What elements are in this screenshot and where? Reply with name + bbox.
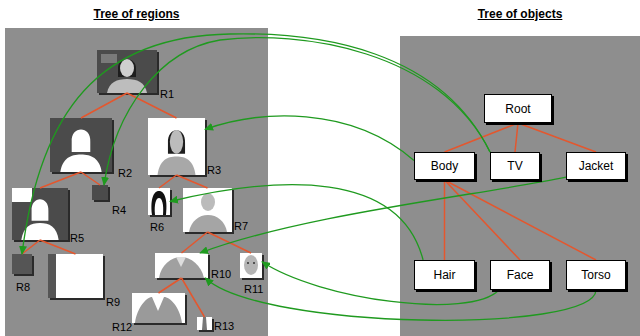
thumbnail-r8 [12, 254, 34, 276]
thumbnail-r3 [148, 118, 207, 177]
object-box: Jacket [566, 152, 626, 180]
region-thumbnail: R9 [48, 254, 103, 298]
object-box: Body [414, 152, 475, 180]
tree-edge [208, 232, 252, 253]
region-thumbnail: R6 [148, 188, 170, 215]
region-label: R10 [211, 268, 231, 281]
tree-edge [177, 175, 208, 188]
thumbnail-r1 [97, 50, 159, 95]
tree-edge [22, 240, 40, 254]
object-name: Root [505, 102, 530, 116]
tree-edge [159, 278, 182, 293]
region-label: R3 [207, 164, 221, 177]
mapping-arrow [262, 262, 499, 305]
mapping-arrow [205, 116, 414, 160]
object-name: TV [507, 159, 522, 173]
tree-panel: Tree of objectsRootBodyTVJacketHairFaceT… [400, 36, 640, 336]
region-label: R13 [214, 320, 234, 333]
region-thumbnail: R1 [97, 50, 157, 93]
mapping-arrow [205, 278, 596, 320]
region-label: R4 [112, 204, 126, 217]
region-label: R2 [118, 167, 132, 180]
thumbnail-r9 [48, 254, 105, 300]
thumbnail-r6 [148, 188, 172, 217]
region-thumbnail: R2 [50, 118, 112, 172]
object-box: Face [490, 260, 550, 290]
tree-edge [182, 232, 208, 253]
object-box: TV [490, 152, 540, 180]
mapping-arrow [22, 34, 490, 254]
region-thumbnail: R5 [12, 188, 68, 240]
tree-edge [444, 180, 446, 260]
thumbnail-r2 [50, 118, 114, 174]
panel-heading: Tree of regions [5, 7, 268, 21]
region-label: R11 [244, 283, 263, 296]
region-thumbnail: R8 [12, 254, 32, 274]
mapping-arrow [170, 185, 423, 260]
tree-edge [159, 175, 177, 188]
object-name: Jacket [579, 159, 614, 173]
region-label: R6 [150, 221, 164, 234]
object-box: Hair [414, 260, 475, 290]
region-thumbnail: R11 [240, 253, 262, 278]
tree-edge [127, 93, 177, 118]
object-name: Face [507, 268, 534, 282]
object-box: Torso [566, 260, 626, 290]
tree-edge [445, 123, 519, 152]
thumbnail-r5 [12, 188, 70, 242]
thumbnail-r10 [155, 253, 210, 280]
panel-heading: Tree of objects [400, 7, 640, 21]
region-thumbnail: R4 [92, 185, 108, 200]
thumbnail-r13 [197, 317, 214, 332]
region-thumbnail: R13 [197, 317, 212, 330]
object-name: Hair [433, 268, 455, 282]
tree-edge [445, 180, 521, 260]
region-label: R9 [106, 296, 120, 309]
region-thumbnail: R10 [155, 253, 208, 278]
tree-edge [81, 93, 127, 118]
tree-edge [515, 123, 518, 152]
tree-edge [40, 240, 76, 254]
mapping-arrow [104, 38, 490, 185]
region-label: R12 [112, 321, 132, 334]
tree-edge [40, 172, 81, 188]
object-name: Body [431, 159, 458, 173]
tree-panel: Tree of regionsR1R2R3R4R5R6R7R8R9R10R11R… [5, 28, 268, 336]
region-thumbnail: R7 [183, 188, 232, 232]
region-label: R8 [16, 281, 30, 294]
tree-edge [445, 180, 597, 260]
thumbnail-r7 [183, 188, 234, 234]
thumbnail-r12 [132, 293, 187, 325]
thumbnail-r4 [92, 185, 110, 202]
region-label: R7 [234, 220, 248, 233]
region-label: R5 [70, 232, 84, 245]
object-box: Root [484, 94, 552, 123]
region-label: R1 [160, 88, 174, 101]
tree-edge [518, 123, 596, 152]
mapping-arrow [200, 177, 566, 253]
tree-edge [81, 172, 100, 185]
region-thumbnail: R12 [132, 293, 185, 323]
thumbnail-r11 [240, 253, 264, 280]
object-name: Torso [581, 268, 610, 282]
region-thumbnail: R3 [148, 118, 205, 175]
tree-edge [182, 278, 205, 317]
